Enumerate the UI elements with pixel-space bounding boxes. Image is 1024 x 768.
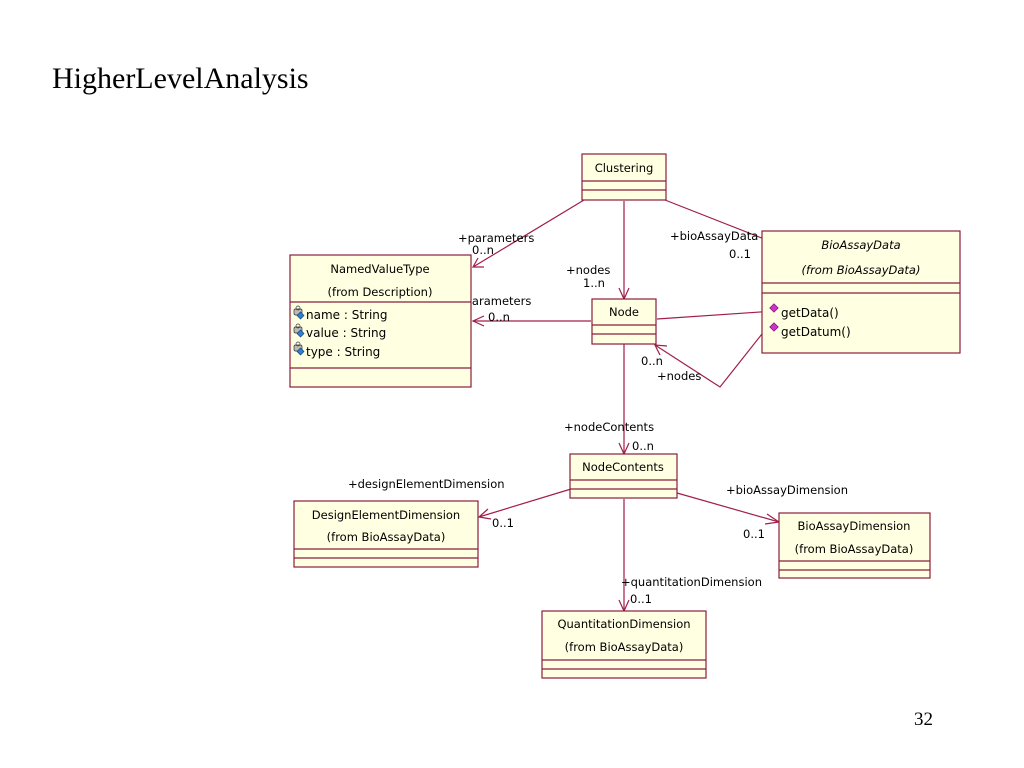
- role-label: +bioAssayData: [670, 229, 758, 243]
- class-name: Clustering: [595, 161, 654, 175]
- assoc-node-nodes-line[interactable]: [654, 314, 778, 388]
- multiplicity-label: 0..1: [743, 527, 765, 541]
- role-label: +parameters: [458, 231, 534, 245]
- class-name: Node: [609, 305, 639, 319]
- attribute-row[interactable]: value : String: [293, 323, 386, 340]
- class-name: QuantitationDimension: [557, 617, 690, 631]
- attribute-label: type : String: [306, 345, 380, 359]
- class-name: DesignElementDimension: [312, 508, 460, 522]
- attribute-lock-icon: [293, 305, 305, 320]
- class-namedvaluetype[interactable]: NamedValueType (from Description) name :…: [289, 254, 472, 388]
- role-label: +nodes: [566, 263, 610, 277]
- role-label: +nodeContents: [564, 420, 654, 434]
- class-clustering[interactable]: Clustering: [581, 153, 667, 201]
- attribute-row[interactable]: type : String: [293, 341, 380, 359]
- operation-label: getDatum(): [781, 325, 851, 339]
- assoc-clustering-parameters-line[interactable]: [472, 199, 585, 268]
- attribute-row[interactable]: name : String: [293, 305, 388, 322]
- attribute-lock-icon: [293, 341, 305, 356]
- class-nodecontents[interactable]: NodeContents: [569, 453, 678, 499]
- class-package: (from BioAssayData): [795, 542, 914, 556]
- class-name: NodeContents: [582, 460, 664, 474]
- arrowhead: [471, 315, 485, 327]
- class-name: NamedValueType: [330, 262, 429, 276]
- arrowhead: [653, 344, 668, 356]
- multiplicity-label: 0..n: [641, 354, 663, 368]
- class-name: BioAssayDimension: [798, 519, 911, 533]
- role-label: +nodes: [657, 369, 701, 383]
- class-bioassaydimension[interactable]: BioAssayDimension (from BioAssayData): [778, 512, 931, 579]
- multiplicity-label: 0..n: [632, 439, 654, 453]
- role-label: +quantitationDimension: [621, 575, 762, 589]
- assoc-nodecontents-bioassaydimension-line[interactable]: [676, 492, 780, 523]
- class-package: (from Description): [328, 285, 433, 299]
- assoc-clustering-bioassaydata-line[interactable]: [664, 199, 778, 245]
- class-node[interactable]: Node: [591, 298, 657, 345]
- assoc-nodecontents-designelementdimension-line[interactable]: [478, 488, 572, 518]
- operation-icon: [769, 322, 779, 332]
- multiplicity-label: 0..n: [472, 243, 494, 257]
- multiplicity-label: 0..1: [492, 516, 514, 530]
- page-number: 32: [914, 709, 933, 730]
- role-label: +bioAssayDimension: [726, 483, 848, 497]
- multiplicity-label: 0..1: [630, 592, 652, 606]
- class-quantitationdimension[interactable]: QuantitationDimension (from BioAssayData…: [541, 610, 707, 679]
- operation-row[interactable]: getData(): [769, 303, 839, 320]
- class-bioassaydata[interactable]: BioAssayData (from BioAssayData) getData…: [761, 230, 961, 354]
- arrowhead: [471, 257, 484, 268]
- role-label: +designElementDimension: [348, 477, 505, 491]
- arrowhead: [477, 508, 492, 520]
- multiplicity-label: 1..n: [583, 276, 605, 290]
- class-name: BioAssayData: [821, 238, 900, 252]
- attribute-label: name : String: [306, 308, 388, 322]
- operation-icon: [769, 303, 779, 313]
- class-package: (from BioAssayData): [565, 640, 684, 654]
- operation-label: getData(): [781, 306, 839, 320]
- attribute-lock-icon: [293, 323, 305, 338]
- multiplicity-label: 0..n: [488, 310, 510, 324]
- role-label: +parameters: [455, 294, 531, 308]
- attribute-label: value : String: [306, 326, 386, 340]
- class-package: (from BioAssayData): [802, 263, 921, 277]
- assoc-node-bioassaydata-line[interactable]: [656, 310, 776, 320]
- association-lines: [471, 199, 781, 613]
- operation-row[interactable]: getDatum(): [769, 322, 851, 339]
- multiplicity-label: 0..1: [729, 247, 751, 261]
- slide-title: HigherLevelAnalysis: [52, 62, 309, 95]
- class-package: (from BioAssayData): [327, 530, 446, 544]
- class-designelementdimension[interactable]: DesignElementDimension (from BioAssayDat…: [293, 500, 479, 568]
- association-labels: +parameters 0..n +bioAssayData 0..1 +nod…: [348, 229, 848, 606]
